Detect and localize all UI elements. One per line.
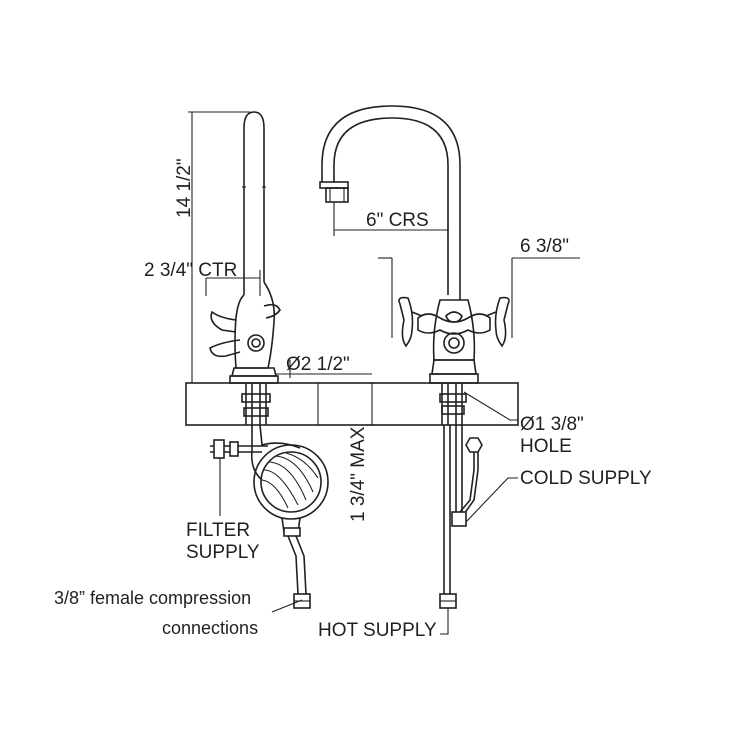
center-dimension-label: 2 3/4" CTR <box>144 260 237 281</box>
hot-supply-label: HOT SUPPLY <box>318 620 437 641</box>
compression-connections-label-line2: connections <box>162 618 258 638</box>
base-diameter-label: Ø2 1/2" <box>286 354 350 375</box>
dimension-lines <box>188 111 580 635</box>
max-thickness-label: 1 3/4" MAX <box>348 426 369 522</box>
compression-connections-label-line1: 3/8” female compression <box>54 588 251 608</box>
filter-supply-label-line2: SUPPLY <box>186 542 260 563</box>
left-faucet-side-view <box>209 111 301 481</box>
filter-coil <box>253 444 329 609</box>
hole-label: HOLE <box>520 436 572 457</box>
right-faucet-front-view <box>319 105 510 609</box>
filter-supply-label-line1: FILTER <box>186 520 250 541</box>
hole-diameter-label: Ø1 3/8" <box>520 414 584 435</box>
width-dimension-label: 6 3/8" <box>520 236 569 257</box>
countertop <box>185 382 519 426</box>
height-dimension-label: 14 1/2" <box>174 158 195 218</box>
cold-supply-label: COLD SUPPLY <box>520 468 652 489</box>
centers-dimension-label: 6" CRS <box>366 210 429 231</box>
